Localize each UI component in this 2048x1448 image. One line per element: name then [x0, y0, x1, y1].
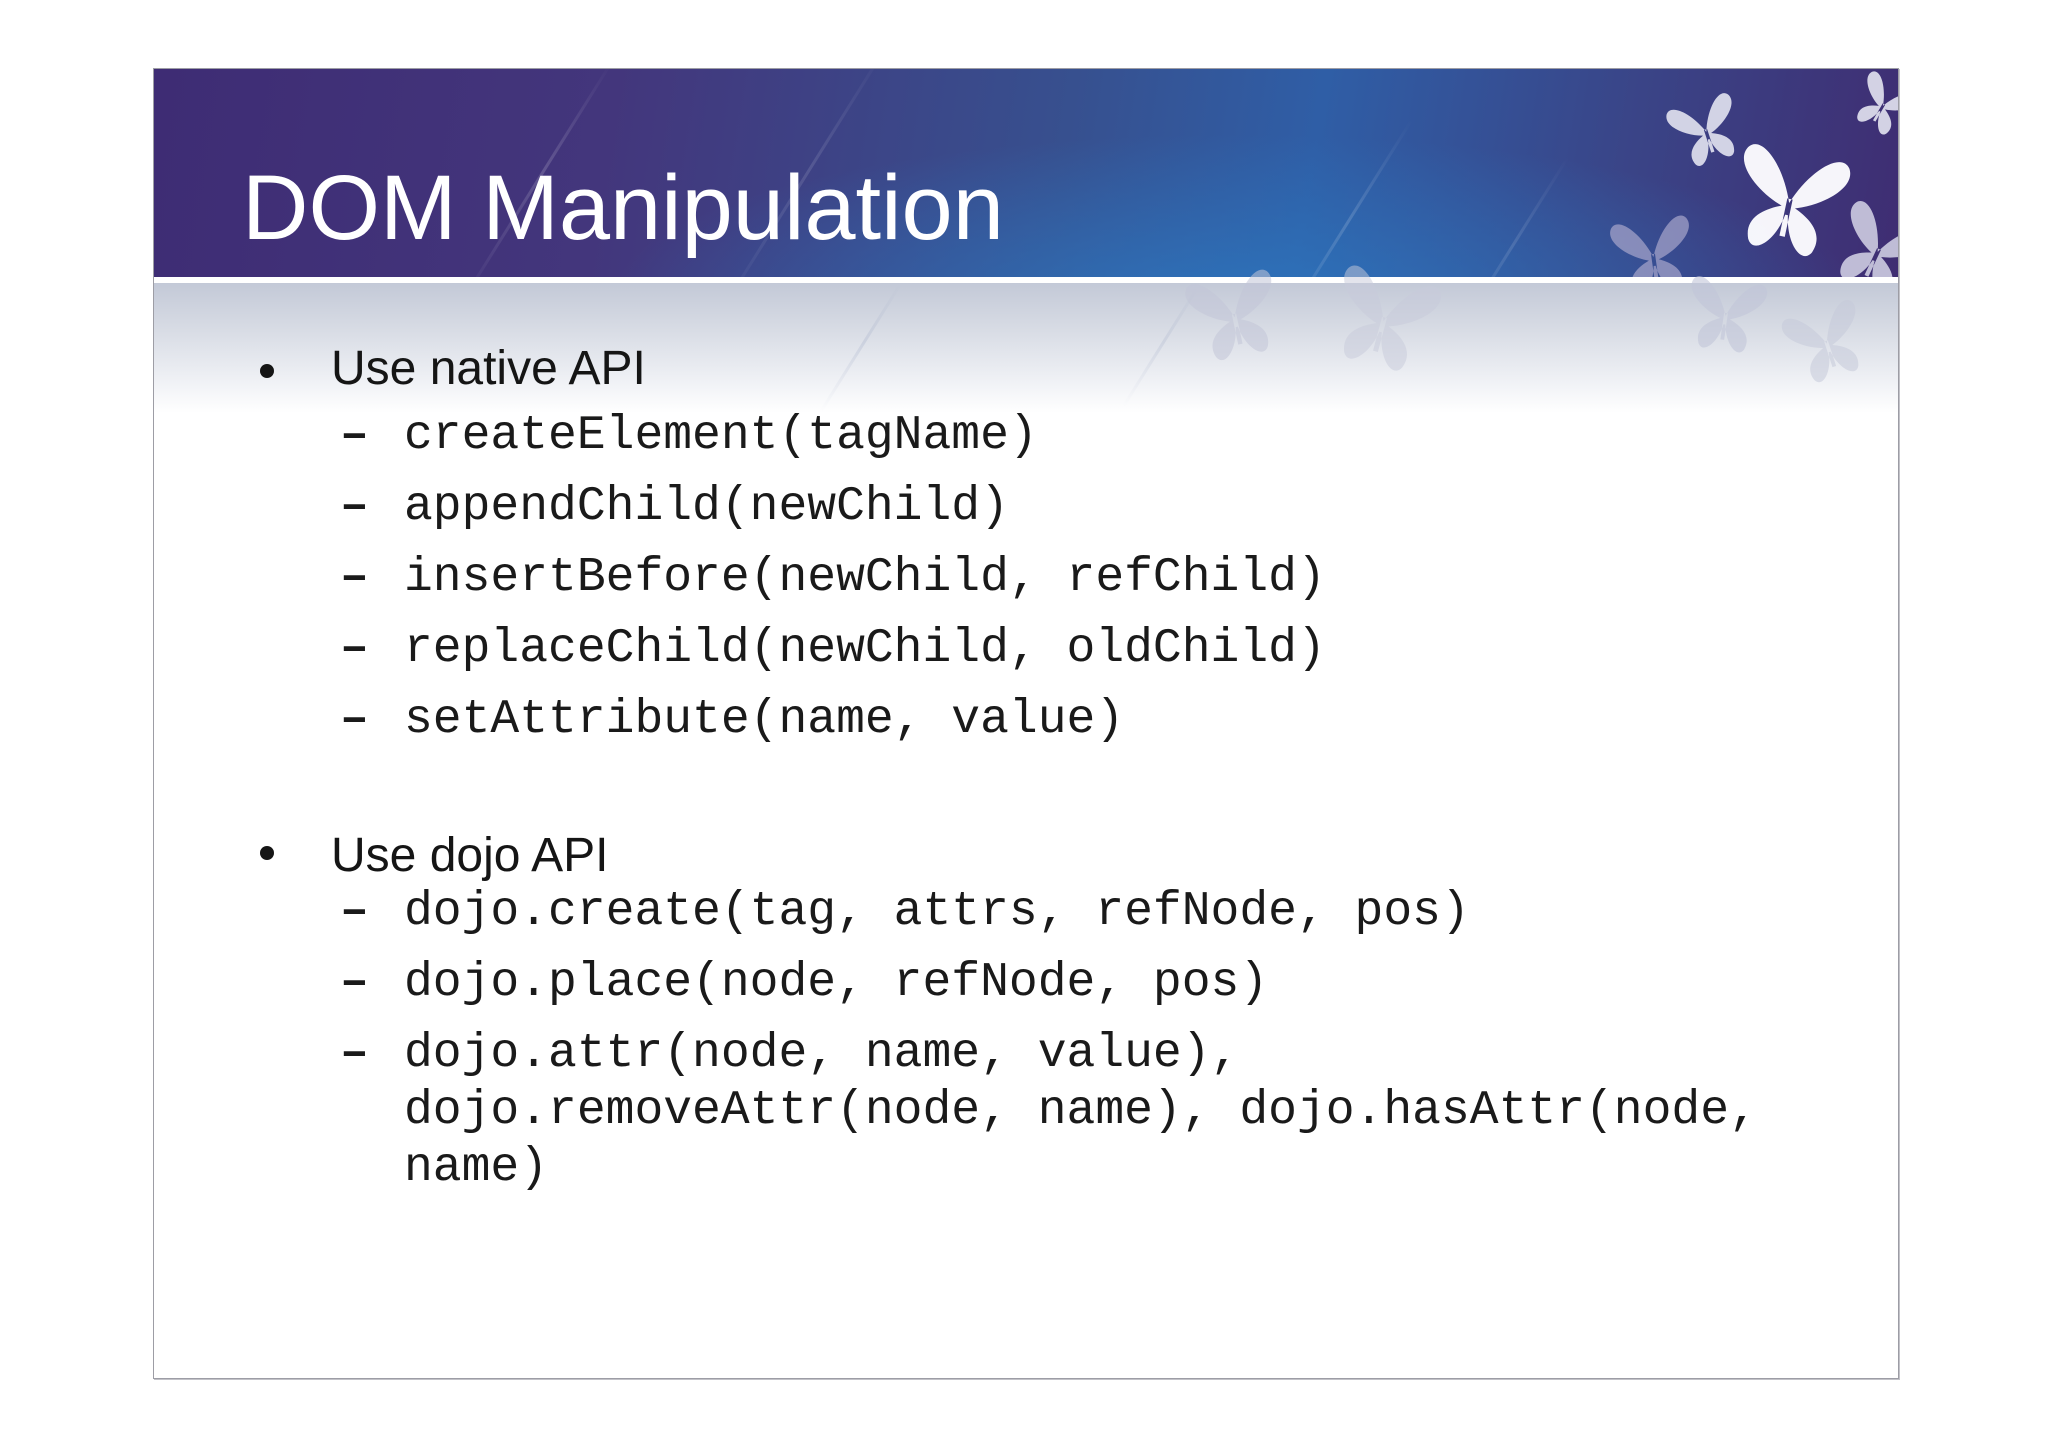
- list-item: – dojo.create(tag, attrs, refNode, pos): [340, 884, 1792, 941]
- dash-marker: –: [340, 1027, 369, 1081]
- bullet-dot: [260, 846, 274, 860]
- bullet-heading-dojo-api: Use dojo API: [331, 829, 609, 882]
- list-item: – dojo.place(node, refNode, pos): [340, 955, 1792, 1012]
- code-text: createElement(tagName): [404, 409, 1038, 463]
- dash-marker: –: [340, 551, 369, 605]
- list-item: – insertBefore(newChild, refChild): [340, 550, 1792, 607]
- code-text: setAttribute(name, value): [404, 693, 1125, 747]
- slide-title: DOM Manipulation: [242, 157, 1004, 259]
- code-text: dojo.place(node, refNode, pos): [404, 956, 1269, 1010]
- code-text: replaceChild(newChild, oldChild): [404, 622, 1326, 676]
- dash-marker: –: [340, 409, 369, 463]
- header-gradient-band: [154, 283, 1898, 413]
- list-item: – replaceChild(newChild, oldChild): [340, 621, 1792, 678]
- bullet-heading-native-api: Use native API: [331, 342, 646, 395]
- dash-marker: –: [340, 480, 369, 534]
- list-item: – createElement(tagName): [340, 408, 1792, 465]
- dash-marker: –: [340, 885, 369, 939]
- code-text: dojo.attr(node, name, value), dojo.remov…: [404, 1027, 1758, 1195]
- dash-marker: –: [340, 693, 369, 747]
- bullet-dot: [260, 364, 274, 378]
- code-text: insertBefore(newChild, refChild): [404, 551, 1326, 605]
- header-separator: [154, 277, 1898, 283]
- list-item: – appendChild(newChild): [340, 479, 1792, 536]
- code-text: dojo.create(tag, attrs, refNode, pos): [404, 885, 1470, 939]
- list-item: – dojo.attr(node, name, value), dojo.rem…: [340, 1026, 1792, 1197]
- dash-marker: –: [340, 956, 369, 1010]
- list-item: – setAttribute(name, value): [340, 692, 1792, 749]
- slide-body: Use native API – createElement(tagName) …: [154, 69, 1898, 1378]
- slide-header: DOM Manipulation: [154, 69, 1898, 277]
- dash-marker: –: [340, 622, 369, 676]
- code-text: appendChild(newChild): [404, 480, 1009, 534]
- slide: DOM Manipulation Use native API – create…: [153, 68, 1899, 1379]
